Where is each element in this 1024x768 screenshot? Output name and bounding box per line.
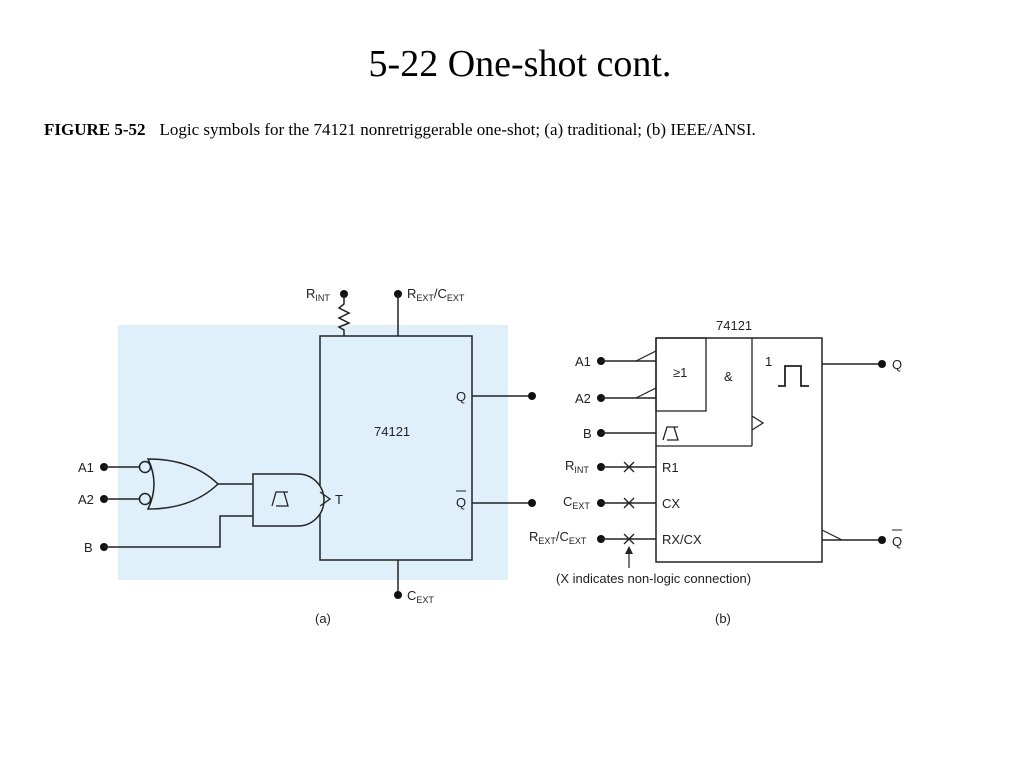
a1-label-a: A1 bbox=[78, 460, 94, 475]
cx-pin-label: CX bbox=[662, 496, 680, 511]
label-b: (b) bbox=[715, 611, 731, 626]
cext-label-a: CEXT bbox=[407, 588, 434, 605]
b-label-b: B bbox=[583, 426, 592, 441]
polarity-indicator-qbar bbox=[821, 529, 843, 541]
chip-b-label: 74121 bbox=[716, 318, 752, 333]
a2-label-a: A2 bbox=[78, 492, 94, 507]
chip-b-body bbox=[655, 337, 823, 563]
x-mark-r1 bbox=[623, 461, 635, 473]
qbar-label-a: Q bbox=[456, 495, 466, 510]
diagram-a: 74121 RINT REXT/CEXT CEXT Q Q A1 A2 B bbox=[78, 286, 536, 626]
a2-label-b: A2 bbox=[575, 391, 591, 406]
qbar-label-b: Q bbox=[892, 534, 902, 549]
note-arrow-icon bbox=[625, 546, 633, 554]
t-label-a: T bbox=[335, 492, 343, 507]
schmitt-icon-a bbox=[271, 491, 289, 507]
rint-label-b: RINT bbox=[565, 458, 589, 475]
rint-resistor bbox=[337, 294, 351, 336]
cext-label-b: CEXT bbox=[563, 494, 590, 511]
schmitt-icon-b bbox=[662, 426, 679, 441]
x-mark-rxcx bbox=[623, 533, 635, 545]
slide-title: 5-22 One-shot cont. bbox=[368, 43, 672, 85]
figure-caption: FIGURE 5-52 Logic symbols for the 74121 n… bbox=[44, 118, 804, 142]
rint-label-a: RINT bbox=[306, 286, 330, 303]
q-label-a: Q bbox=[456, 389, 466, 404]
or-gate-a bbox=[146, 458, 220, 510]
polarity-indicator-a2 bbox=[635, 387, 657, 399]
figure-label: FIGURE 5-52 bbox=[44, 120, 146, 139]
pulse-label-b: 1 bbox=[765, 354, 772, 369]
diagram-b: 74121 ≥1 & 1 A1 A2 B RINT R1 C bbox=[529, 318, 902, 626]
trigger-triangle-a bbox=[319, 491, 332, 507]
or-block-b bbox=[655, 337, 707, 412]
polarity-indicator-a1 bbox=[635, 350, 657, 362]
qbar-output-b bbox=[878, 536, 886, 544]
chip-a-body bbox=[319, 335, 473, 561]
figure-caption-text: Logic symbols for the 74121 nonretrigger… bbox=[159, 120, 756, 139]
pulse-icon-b bbox=[778, 365, 809, 387]
or-symbol-b: ≥1 bbox=[673, 365, 687, 380]
label-a: (a) bbox=[315, 611, 331, 626]
note-text: (X indicates non-logic connection) bbox=[556, 571, 751, 586]
chip-a-label: 74121 bbox=[374, 424, 410, 439]
rxcx-pin-label: RX/CX bbox=[662, 532, 702, 547]
inverter-bubble-a1 bbox=[138, 460, 152, 474]
cext-pin-a bbox=[394, 591, 402, 599]
q-label-b: Q bbox=[892, 357, 902, 372]
rext-cext-label-b: REXT/CEXT bbox=[529, 529, 587, 546]
a1-label-b: A1 bbox=[575, 354, 591, 369]
schmitt-and-gate-a bbox=[252, 473, 325, 527]
q-output-b bbox=[878, 360, 886, 368]
qbar-output-a bbox=[528, 499, 536, 507]
r1-pin-label: R1 bbox=[662, 460, 679, 475]
q-output-a bbox=[528, 392, 536, 400]
rext-cext-label-a: REXT/CEXT bbox=[407, 286, 465, 303]
inverter-bubble-a2 bbox=[138, 492, 152, 506]
b-label-a: B bbox=[84, 540, 93, 555]
trigger-triangle-b bbox=[751, 415, 765, 431]
and-symbol-b: & bbox=[724, 369, 733, 384]
x-mark-cx bbox=[623, 497, 635, 509]
